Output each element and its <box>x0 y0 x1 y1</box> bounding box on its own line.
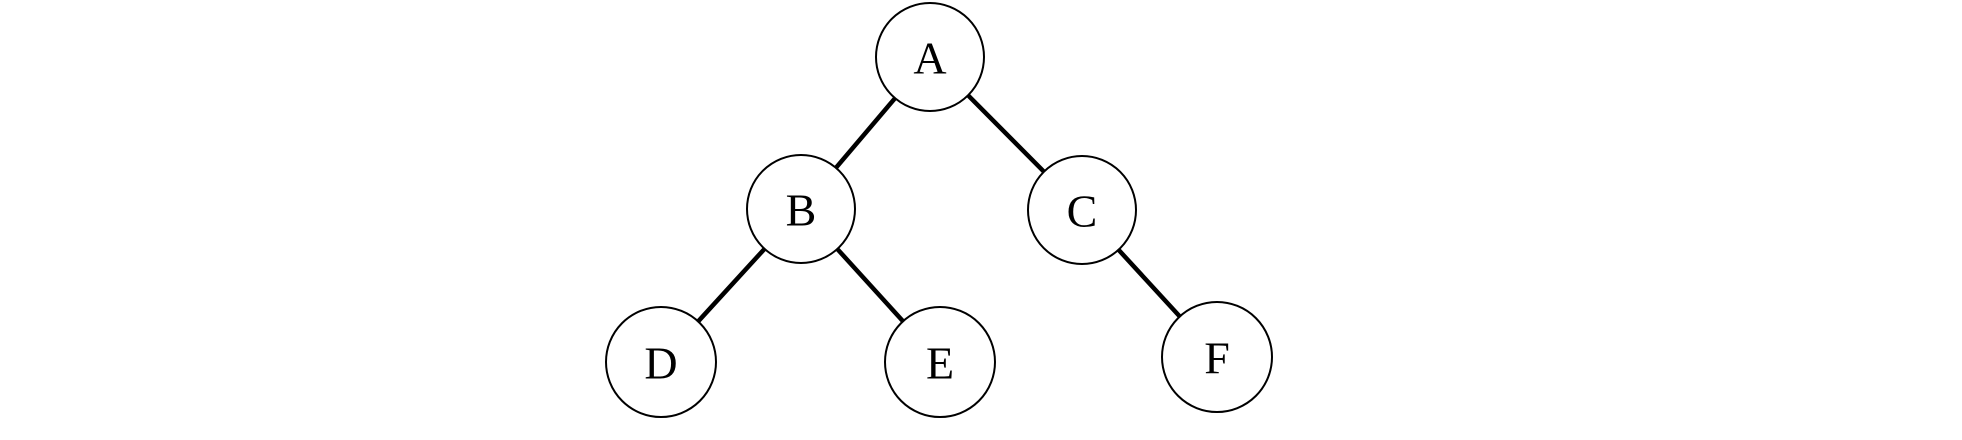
node-circle-a[interactable] <box>875 2 985 112</box>
tree-node-f[interactable]: F <box>1161 301 1273 413</box>
node-label-f: F <box>1204 333 1230 384</box>
node-circle-b[interactable] <box>746 154 856 264</box>
tree-node-e[interactable]: E <box>884 306 996 418</box>
tree-node-b[interactable]: B <box>746 154 856 264</box>
tree-edge-a-b <box>834 96 897 170</box>
tree-edge-b-d <box>696 247 767 323</box>
node-circle-f[interactable] <box>1161 301 1273 413</box>
tree-edge-a-c <box>966 93 1046 174</box>
edge-layer <box>696 93 1182 323</box>
tree-node-c[interactable]: C <box>1027 155 1137 265</box>
node-label-a: A <box>913 33 946 84</box>
node-circle-c[interactable] <box>1027 155 1137 265</box>
node-label-e: E <box>926 338 954 389</box>
node-circle-d[interactable] <box>605 306 717 418</box>
node-layer: A B C D E F <box>605 2 1273 418</box>
node-label-d: D <box>644 338 677 389</box>
tree-edge-c-f <box>1116 248 1182 319</box>
node-label-c: C <box>1067 186 1098 237</box>
node-label-b: B <box>786 185 817 236</box>
tree-edge-b-e <box>835 247 905 323</box>
tree-node-a[interactable]: A <box>875 2 985 112</box>
node-circle-e[interactable] <box>884 306 996 418</box>
tree-node-d[interactable]: D <box>605 306 717 418</box>
